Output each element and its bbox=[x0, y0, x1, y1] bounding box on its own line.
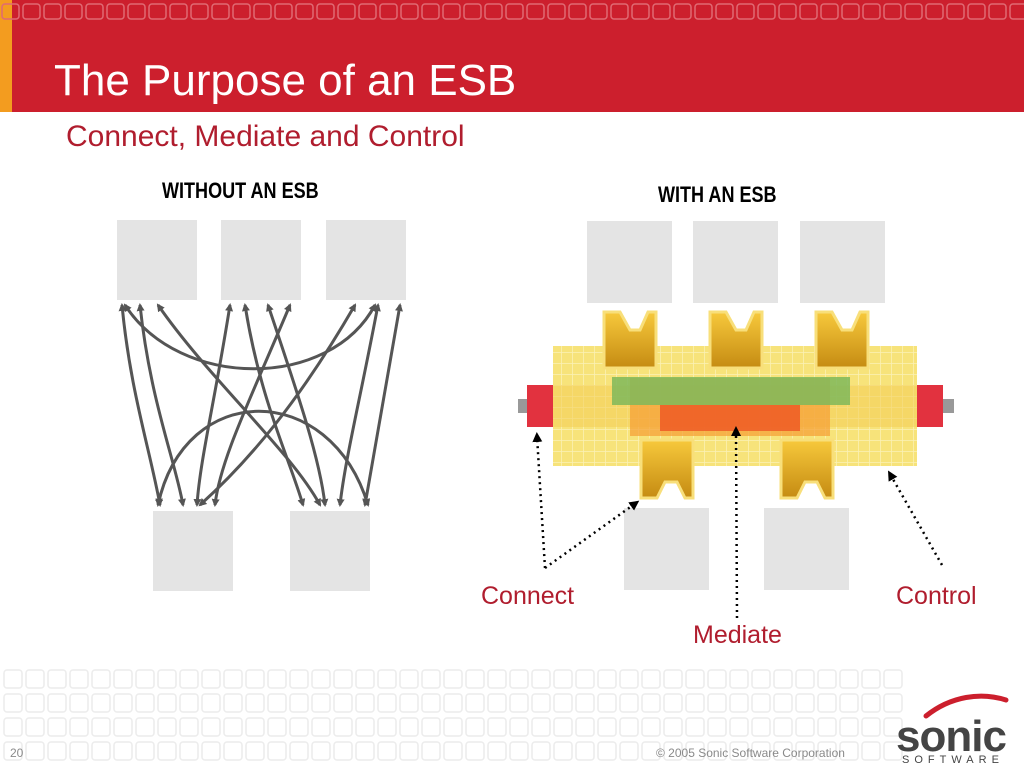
page-number: 20 bbox=[10, 746, 24, 760]
point-to-point-connections bbox=[118, 303, 403, 507]
connection-arrow bbox=[193, 303, 234, 507]
mediate-pointer bbox=[731, 426, 742, 619]
app-box bbox=[693, 221, 778, 303]
right-top-boxes bbox=[587, 221, 885, 303]
connect-pointer bbox=[532, 432, 547, 569]
app-box bbox=[800, 221, 885, 303]
right-bottom-boxes bbox=[624, 508, 849, 590]
connect-pointer bbox=[544, 500, 640, 570]
without-esb-label: WITHOUT AN ESB bbox=[162, 178, 319, 203]
logo-subtitle: SOFTWARE bbox=[902, 754, 1004, 766]
sonic-logo: sonic SOFTWARE bbox=[896, 690, 1020, 766]
with-esb-label: WITH AN ESB bbox=[658, 182, 777, 207]
adapter-icon bbox=[639, 438, 695, 500]
app-box bbox=[221, 220, 301, 300]
control-label: Control bbox=[896, 582, 977, 610]
header-pattern bbox=[1, 3, 1024, 20]
connection-arrow bbox=[136, 303, 186, 507]
connection-arrow bbox=[241, 303, 306, 507]
callout-pointers bbox=[532, 426, 944, 619]
adapter-icon bbox=[779, 438, 835, 500]
connection-arrow bbox=[123, 303, 377, 371]
control-pointer bbox=[888, 470, 944, 566]
app-box bbox=[326, 220, 406, 300]
copyright-text: © 2005 Sonic Software Corporation bbox=[656, 746, 845, 760]
connect-label: Connect bbox=[481, 582, 575, 610]
connector-adapters bbox=[602, 310, 870, 500]
mediate-label: Mediate bbox=[693, 621, 782, 649]
app-box bbox=[624, 508, 709, 590]
app-box bbox=[153, 511, 233, 591]
connection-arrow bbox=[198, 303, 357, 507]
bus-end-cap bbox=[527, 385, 553, 427]
bus-end-cap bbox=[917, 385, 943, 427]
connection-arrow bbox=[336, 303, 381, 507]
adapter-icon bbox=[602, 310, 658, 370]
app-box bbox=[764, 508, 849, 590]
header-accent-bar bbox=[0, 0, 12, 112]
logo-wordmark: sonic bbox=[896, 712, 1007, 761]
connection-arrow bbox=[156, 303, 322, 507]
app-box bbox=[290, 511, 370, 591]
header-banner bbox=[0, 0, 1024, 112]
connection-arrow bbox=[155, 409, 371, 507]
left-top-boxes bbox=[117, 220, 406, 300]
footer-pattern bbox=[3, 669, 903, 761]
adapter-icon bbox=[814, 310, 870, 370]
page-subtitle: Connect, Mediate and Control bbox=[66, 120, 465, 153]
app-box bbox=[587, 221, 672, 303]
connection-arrow bbox=[362, 303, 403, 507]
connection-layer bbox=[612, 377, 850, 405]
adapter-icon bbox=[708, 310, 764, 370]
app-box bbox=[117, 220, 197, 300]
page-title: The Purpose of an ESB bbox=[54, 56, 517, 105]
left-bottom-boxes bbox=[153, 511, 370, 591]
logo-swoosh-icon bbox=[923, 693, 1009, 719]
